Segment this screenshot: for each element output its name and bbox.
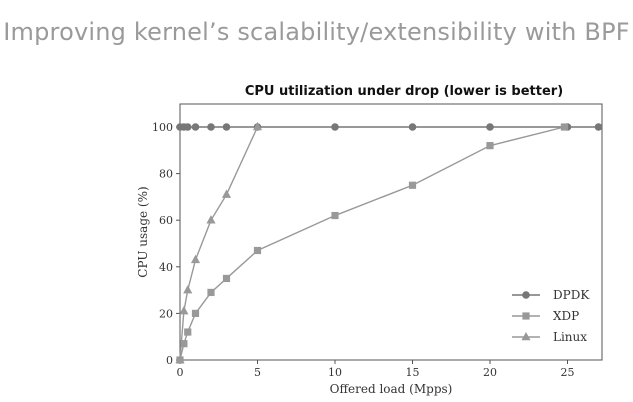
legend-label-dpdk: DPDK	[553, 288, 590, 302]
series-xdp	[176, 123, 569, 364]
data-point-xdp	[486, 142, 494, 150]
data-point-dpdk	[207, 123, 215, 131]
y-tick-label: 0	[166, 354, 173, 367]
x-tick-label: 25	[561, 366, 575, 379]
y-tick-label: 80	[159, 168, 173, 181]
data-point-xdp	[191, 309, 200, 318]
legend-glyph-xdp	[512, 312, 540, 320]
data-point-linux	[179, 306, 189, 315]
series-linux	[175, 121, 263, 364]
x-axis-label: Offered load (Mpps)	[330, 382, 453, 396]
data-point-dpdk	[331, 123, 339, 131]
legend-marker-linux	[521, 331, 531, 341]
data-point-xdp	[207, 288, 215, 297]
y-tick-label: 60	[159, 214, 173, 227]
data-point-dpdk	[408, 123, 417, 131]
data-point-linux	[252, 121, 263, 131]
legend: DPDK XDP Linux	[502, 282, 596, 350]
x-tick-label: 10	[328, 366, 342, 379]
legend-marker-xdp	[522, 312, 530, 320]
data-point-linux	[183, 285, 193, 294]
y-tick-label: 20	[159, 307, 173, 320]
data-point-xdp	[222, 274, 231, 283]
series-layer	[175, 121, 603, 364]
data-point-dpdk	[222, 123, 231, 131]
legend-label-xdp: XDP	[553, 309, 579, 323]
legend-marker-dpdk	[522, 291, 530, 299]
data-point-dpdk	[191, 123, 200, 131]
y-tick-label: 100	[152, 121, 173, 134]
data-point-linux	[190, 254, 201, 264]
data-point-dpdk	[486, 123, 494, 131]
legend-glyph-dpdk	[512, 291, 540, 299]
slide-title: Improving kernel’s scalability/extensibi…	[3, 18, 630, 46]
x-axis-ticks: 0 5 10 15 20 25	[177, 360, 575, 379]
chart-title: CPU utilization under drop (lower is bet…	[245, 84, 563, 99]
data-point-linux	[221, 189, 232, 198]
data-point-xdp	[253, 246, 262, 255]
legend-glyph-linux	[512, 331, 540, 341]
data-point-xdp	[560, 123, 569, 131]
data-point-xdp	[184, 328, 192, 336]
legend-label-linux: Linux	[553, 330, 587, 344]
data-point-xdp	[408, 181, 417, 189]
x-tick-label: 15	[406, 366, 420, 379]
y-tick-label: 40	[159, 261, 173, 274]
data-point-linux	[206, 215, 216, 224]
x-tick-label: 5	[254, 366, 261, 379]
data-point-xdp	[331, 211, 339, 220]
data-point-dpdk	[594, 123, 603, 131]
plot-frame	[179, 103, 603, 361]
series-dpdk	[176, 123, 603, 131]
y-axis-label: CPU usage (%)	[136, 186, 150, 277]
series-line-linux	[179, 126, 259, 361]
data-point-linux	[175, 354, 185, 364]
legend-item-dpdk: DPDK	[512, 288, 590, 302]
data-point-dpdk	[183, 123, 192, 131]
legend-item-linux: Linux	[512, 330, 587, 344]
x-tick-label: 0	[177, 366, 184, 379]
x-tick-label: 20	[483, 366, 497, 379]
y-axis-ticks: 0 20 40 60 80 100	[152, 121, 180, 367]
legend-item-xdp: XDP	[512, 309, 579, 323]
